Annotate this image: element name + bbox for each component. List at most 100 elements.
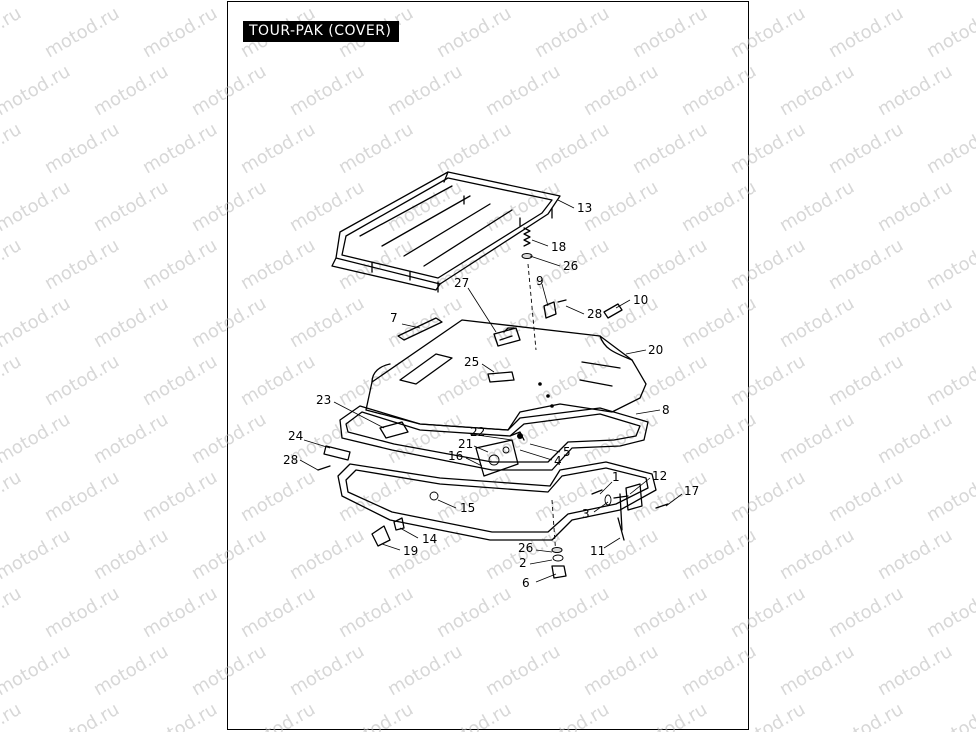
watermark-text: motod.ru [776, 525, 858, 584]
watermark-text: motod.ru [384, 177, 466, 236]
watermark-text: motod.ru [629, 699, 711, 732]
callout-8: 8 [662, 403, 670, 417]
callout-23: 23 [316, 393, 331, 407]
hinge-plate [475, 431, 525, 477]
watermark-text: motod.ru [776, 409, 858, 468]
watermark-text: motod.ru [776, 0, 858, 4]
watermark-text: motod.ru [0, 177, 74, 236]
watermark-text: motod.ru [972, 409, 976, 468]
watermark-text: motod.ru [825, 351, 907, 410]
watermark-text: motod.ru [0, 119, 25, 178]
watermark-text: motod.ru [286, 293, 368, 352]
watermark-text: motod.ru [188, 0, 270, 4]
callout-24: 24 [288, 429, 303, 443]
watermark-text: motod.ru [433, 699, 515, 732]
watermark-text: motod.ru [0, 699, 25, 732]
watermark-text: motod.ru [41, 351, 123, 410]
watermark-text: motod.ru [139, 583, 221, 642]
watermark-text: motod.ru [482, 293, 564, 352]
watermark-text: motod.ru [41, 699, 123, 732]
watermark-text: motod.ru [629, 235, 711, 294]
watermark-text: motod.ru [482, 0, 564, 4]
watermark-text: motod.ru [825, 467, 907, 526]
watermark-text: motod.ru [923, 467, 976, 526]
watermark-text: motod.ru [629, 3, 711, 62]
watermark-text: motod.ru [727, 699, 809, 732]
watermark-text: motod.ru [286, 641, 368, 700]
callout-11: 11 [590, 544, 605, 558]
watermark-text: motod.ru [776, 61, 858, 120]
watermark-text: motod.ru [286, 525, 368, 584]
watermark-text: motod.ru [41, 119, 123, 178]
callout-12: 12 [652, 469, 667, 483]
watermark-text: motod.ru [580, 0, 662, 4]
watermark-text: motod.ru [923, 583, 976, 642]
callout-14: 14 [422, 532, 437, 546]
bottom-stack [551, 547, 567, 579]
watermark-text: motod.ru [874, 641, 956, 700]
luggage-rack [331, 171, 561, 293]
watermark-text: motod.ru [0, 409, 74, 468]
watermark-text: motod.ru [0, 235, 25, 294]
watermark-text: motod.ru [90, 61, 172, 120]
watermark-text: motod.ru [727, 351, 809, 410]
watermark-text: motod.ru [874, 61, 956, 120]
watermark-text: motod.ru [629, 583, 711, 642]
watermark-text: motod.ru [678, 641, 760, 700]
watermark-text: motod.ru [286, 177, 368, 236]
watermark-text: motod.ru [139, 119, 221, 178]
watermark-text: motod.ru [727, 119, 809, 178]
watermark-text: motod.ru [433, 467, 515, 526]
callout-10: 10 [633, 293, 648, 307]
callout-3: 3 [582, 507, 590, 521]
watermark-text: motod.ru [0, 641, 74, 700]
watermark-text: motod.ru [629, 351, 711, 410]
watermark-text: motod.ru [41, 583, 123, 642]
diagram-frame [227, 1, 749, 730]
watermark-text: motod.ru [335, 583, 417, 642]
watermark-text: motod.ru [972, 177, 976, 236]
watermark-text: motod.ru [923, 699, 976, 732]
callout-labels: 13 18 26 27 9 28 10 7 20 25 8 23 22 21 5… [283, 201, 699, 590]
watermark-text: motod.ru [531, 351, 613, 410]
watermark-text: motod.ru [0, 293, 74, 352]
watermark-text: motod.ru [90, 525, 172, 584]
watermark-text: motod.ru [727, 583, 809, 642]
watermark-text: motod.ru [923, 3, 976, 62]
watermark-text: motod.ru [139, 467, 221, 526]
callout-22: 22 [470, 425, 485, 439]
watermark-text: motod.ru [678, 61, 760, 120]
watermark-text: motod.ru [286, 61, 368, 120]
watermark-text: motod.ru [825, 119, 907, 178]
watermark-text: motod.ru [90, 409, 172, 468]
lid-gasket [339, 405, 649, 471]
upper-hinge [493, 327, 521, 347]
small-parts-bottom-left [371, 491, 439, 547]
small-parts-top-right [543, 299, 623, 319]
diagram-title: TOUR-PAK (COVER) [243, 21, 400, 42]
watermark-text: motod.ru [482, 177, 564, 236]
watermark-text: motod.ru [237, 467, 319, 526]
hinge-assembly-right [591, 483, 669, 541]
watermark-text: motod.ru [139, 235, 221, 294]
watermark-text: motod.ru [678, 177, 760, 236]
watermark-text: motod.ru [580, 61, 662, 120]
watermark-text: motod.ru [0, 525, 74, 584]
watermark-text: motod.ru [776, 641, 858, 700]
callout-7: 7 [390, 311, 398, 325]
callout-28-top: 28 [587, 307, 602, 321]
watermark-text: motod.ru [580, 177, 662, 236]
watermark-text: motod.ru [0, 583, 25, 642]
watermark-text: motod.ru [580, 641, 662, 700]
watermark-text: motod.ru [629, 119, 711, 178]
watermark-text: motod.ru [237, 119, 319, 178]
callout-1: 1 [612, 470, 620, 484]
callout-25: 25 [464, 355, 479, 369]
watermark-text: motod.ru [874, 0, 956, 4]
watermark-text: motod.ru [139, 3, 221, 62]
callout-26-bottom: 26 [518, 541, 533, 555]
watermark-text: motod.ru [678, 293, 760, 352]
watermark-text: motod.ru [727, 3, 809, 62]
watermark-text: motod.ru [874, 293, 956, 352]
watermark-text: motod.ru [972, 293, 976, 352]
